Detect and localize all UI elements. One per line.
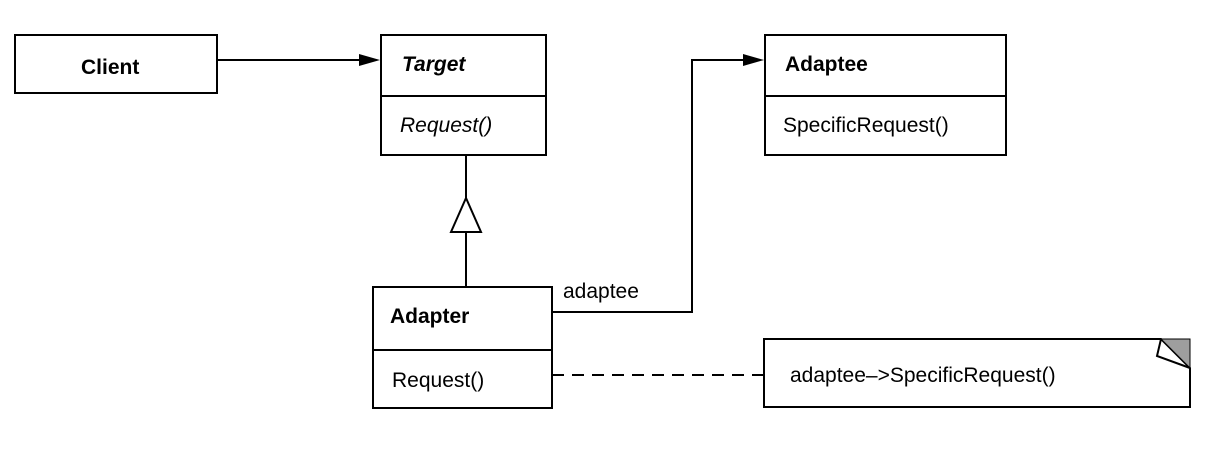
note-text: adaptee–>SpecificRequest(): [790, 364, 1056, 387]
adapter-adaptee-association-line: [552, 59, 750, 313]
adaptee-class-name: Adaptee: [785, 53, 868, 76]
adapter-name-compartment: Adapter: [374, 288, 551, 349]
class-target: Target Request(): [380, 34, 547, 156]
note-corner-shade: [1159, 338, 1191, 370]
generalization-triangle: [449, 195, 483, 233]
association-role-label: adaptee: [563, 280, 639, 303]
class-client: Client: [14, 34, 218, 94]
class-adaptee: Adaptee SpecificRequest(): [764, 34, 1007, 156]
target-operation: Request(): [400, 114, 493, 137]
client-target-arrowhead: [359, 54, 380, 66]
adapter-operation: Request(): [392, 369, 485, 392]
target-class-name: Target: [402, 53, 466, 76]
adaptee-name-compartment: Adaptee: [766, 36, 1005, 95]
note-fold: [1155, 338, 1191, 369]
adaptee-operations-compartment: SpecificRequest(): [766, 95, 1005, 154]
target-operations-compartment: Request(): [382, 95, 545, 154]
adapter-operations-compartment: Request(): [374, 349, 551, 407]
class-adapter: Adapter Request(): [372, 286, 553, 409]
target-name-compartment: Target: [382, 36, 545, 95]
note-shape: [763, 338, 1191, 408]
adapter-adaptee-arrowhead: [743, 54, 764, 66]
adapter-class-name: Adapter: [390, 305, 470, 328]
adaptee-operation: SpecificRequest(): [783, 114, 949, 137]
client-class-name: Client: [81, 56, 140, 79]
